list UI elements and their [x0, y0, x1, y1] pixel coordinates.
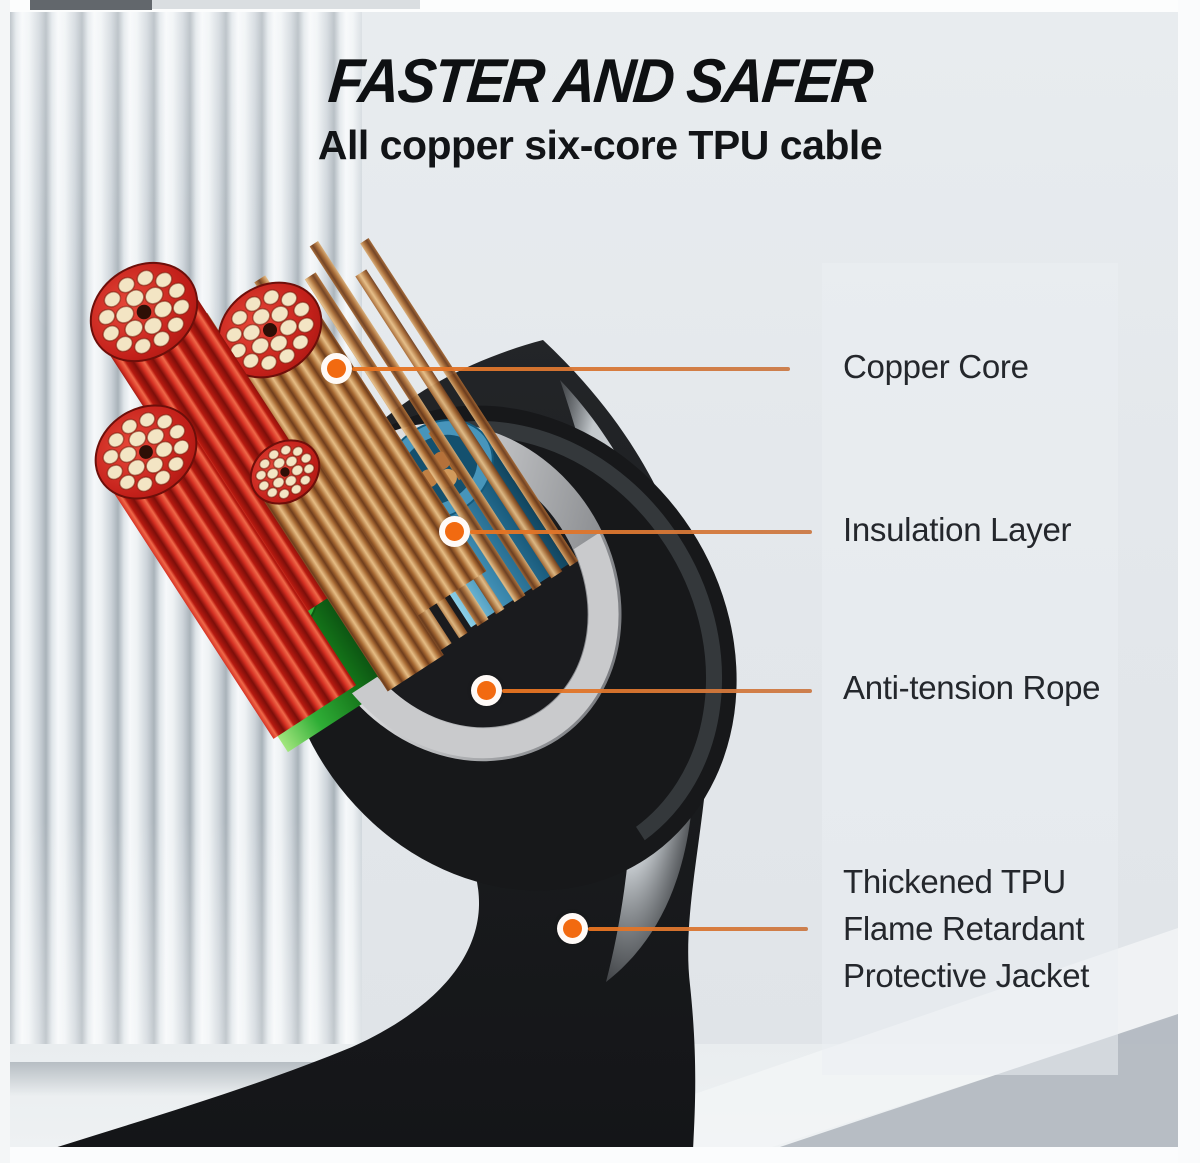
top-edge-gray-smudge [152, 0, 420, 9]
callout-label-protective-jacket: Thickened TPU Flame Retardant Protective… [843, 858, 1089, 999]
insulation-layer-leader-line [470, 530, 812, 534]
callout-label-anti-tension-rope: Anti-tension Rope [843, 669, 1101, 706]
protective-jacket-dot-icon [557, 913, 588, 944]
copper-bundles [89, 261, 487, 739]
callout-label-line: Flame Retardant [843, 910, 1085, 947]
callout-label-line: Protective Jacket [843, 957, 1090, 994]
callout-label-line: Thickened TPU [843, 863, 1066, 900]
protective-jacket-leader-line [588, 927, 808, 931]
page-title: FASTER AND SAFER [325, 47, 875, 116]
copper-core-dot-icon [321, 353, 352, 384]
right-border [1178, 0, 1200, 1163]
left-border [0, 0, 10, 1163]
bottom-border [0, 1147, 1200, 1163]
anti-tension-rope-dot-icon [471, 675, 502, 706]
label-backdrop-panel [822, 263, 1118, 1075]
copper-core-leader-line [352, 367, 790, 371]
insulation-layer-dot-icon [439, 516, 470, 547]
callout-label-insulation-layer: Insulation Layer [843, 511, 1072, 548]
callout-label-copper-core: Copper Core [843, 348, 1029, 385]
top-edge-dark-smudge [30, 0, 152, 10]
page-subtitle: All copper six-core TPU cable [317, 122, 883, 168]
anti-tension-rope-leader-line [502, 689, 812, 693]
